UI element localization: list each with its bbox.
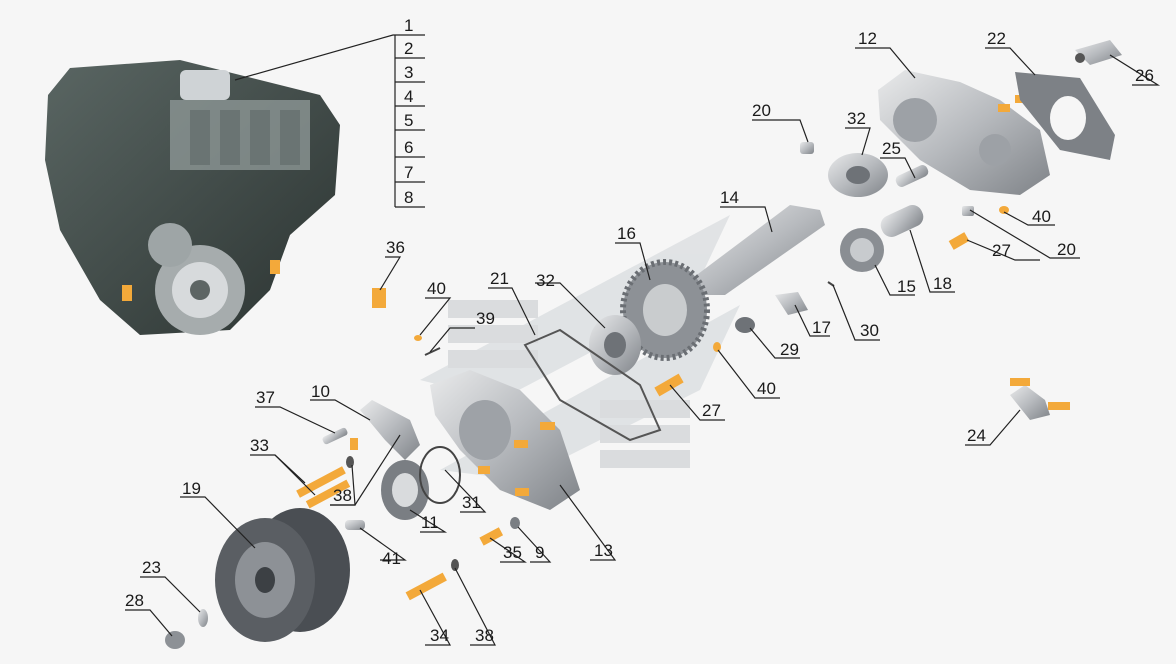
callout-1: 1 bbox=[404, 16, 413, 35]
callout-2: 2 bbox=[404, 39, 413, 58]
callout-26: 26 bbox=[1135, 66, 1154, 85]
nut-28 bbox=[165, 631, 185, 649]
callout-34: 34 bbox=[430, 626, 449, 645]
callout-15: 15 bbox=[897, 277, 916, 296]
bracket-10 bbox=[360, 400, 420, 460]
bracket-26 bbox=[1075, 40, 1122, 65]
callout-20a: 20 bbox=[752, 101, 771, 120]
callout-33: 33 bbox=[250, 436, 269, 455]
washer-40a bbox=[414, 335, 422, 341]
callout-20b: 20 bbox=[1057, 240, 1076, 259]
callout-21: 21 bbox=[490, 269, 509, 288]
callout-12: 12 bbox=[858, 29, 877, 48]
key-23 bbox=[198, 609, 208, 627]
washer-40c bbox=[999, 206, 1009, 214]
callout-17: 17 bbox=[812, 318, 831, 337]
bolt-27b bbox=[654, 373, 684, 397]
callout-38a: 38 bbox=[333, 486, 352, 505]
callout-36: 36 bbox=[386, 238, 405, 257]
gasket-22 bbox=[1015, 72, 1115, 160]
callout-32a: 32 bbox=[847, 109, 866, 128]
spacer-41 bbox=[345, 520, 365, 530]
callout-29: 29 bbox=[780, 340, 799, 359]
callout-31: 31 bbox=[462, 493, 481, 512]
washer-9 bbox=[510, 517, 520, 529]
bushing-17 bbox=[775, 292, 808, 315]
callout-37: 37 bbox=[256, 388, 275, 407]
bolt-37 bbox=[322, 427, 348, 445]
callout-14: 14 bbox=[720, 188, 739, 207]
washer-40b bbox=[713, 342, 721, 352]
gasket-21 bbox=[523, 328, 662, 442]
callout-40c: 40 bbox=[1032, 207, 1051, 226]
callout-8: 8 bbox=[404, 188, 413, 207]
callout-25: 25 bbox=[882, 139, 901, 158]
callout-40b: 40 bbox=[757, 379, 776, 398]
nut-20a bbox=[800, 142, 814, 154]
pin-25 bbox=[895, 165, 929, 187]
callout-labels: 1 2 3 4 5 6 7 8 9 10 11 12 13 14 15 16 1… bbox=[125, 16, 1154, 645]
washer-38b bbox=[451, 559, 459, 571]
callout-18: 18 bbox=[933, 274, 952, 293]
bolt-36 bbox=[372, 288, 386, 308]
callout-19: 19 bbox=[182, 479, 201, 498]
washer-29 bbox=[735, 317, 755, 333]
small-parts-right bbox=[735, 142, 1009, 333]
callout-40a: 40 bbox=[427, 279, 446, 298]
engine-assembly bbox=[45, 60, 340, 335]
callout-5: 5 bbox=[404, 111, 413, 130]
front-housing-13 bbox=[430, 370, 580, 510]
callout-27a: 27 bbox=[992, 241, 1011, 260]
callout-13: 13 bbox=[594, 541, 613, 560]
bolt-35 bbox=[479, 527, 504, 546]
callout-22: 22 bbox=[987, 29, 1006, 48]
callout-3: 3 bbox=[404, 63, 413, 82]
gear-16 bbox=[620, 259, 710, 361]
fasteners bbox=[165, 288, 721, 649]
callout-24: 24 bbox=[967, 426, 986, 445]
nut-20b bbox=[962, 206, 974, 216]
callout-9: 9 bbox=[535, 543, 544, 562]
callout-30: 30 bbox=[860, 321, 879, 340]
bearing-32b bbox=[589, 315, 641, 375]
callout-4: 4 bbox=[404, 87, 413, 106]
callout-27b: 27 bbox=[702, 401, 721, 420]
callout-39: 39 bbox=[476, 309, 495, 328]
callout-10: 10 bbox=[311, 382, 330, 401]
washer-38a bbox=[346, 456, 354, 468]
callout-41: 41 bbox=[382, 549, 401, 568]
callout-6: 6 bbox=[404, 138, 413, 157]
pin-39 bbox=[424, 347, 441, 356]
callout-38b: 38 bbox=[475, 626, 494, 645]
bolt-27a bbox=[948, 232, 970, 250]
shaft-14 bbox=[690, 205, 825, 295]
callout-11: 11 bbox=[421, 513, 439, 532]
callout-16: 16 bbox=[617, 224, 636, 243]
leader-lines bbox=[125, 34, 1161, 646]
callout-32b: 32 bbox=[536, 271, 555, 290]
pulley-19 bbox=[215, 508, 350, 642]
bolt-34 bbox=[405, 572, 447, 601]
callout-7: 7 bbox=[404, 163, 413, 182]
sleeve-18 bbox=[880, 205, 924, 237]
seal-11 bbox=[381, 460, 429, 520]
callout-35: 35 bbox=[503, 543, 522, 562]
retaining-ring-31 bbox=[419, 446, 461, 504]
bolt-33b bbox=[305, 479, 351, 509]
callout-28: 28 bbox=[125, 591, 144, 610]
bolt-33a bbox=[296, 466, 346, 498]
callout-23: 23 bbox=[142, 558, 161, 577]
bracket-24 bbox=[1010, 378, 1070, 420]
